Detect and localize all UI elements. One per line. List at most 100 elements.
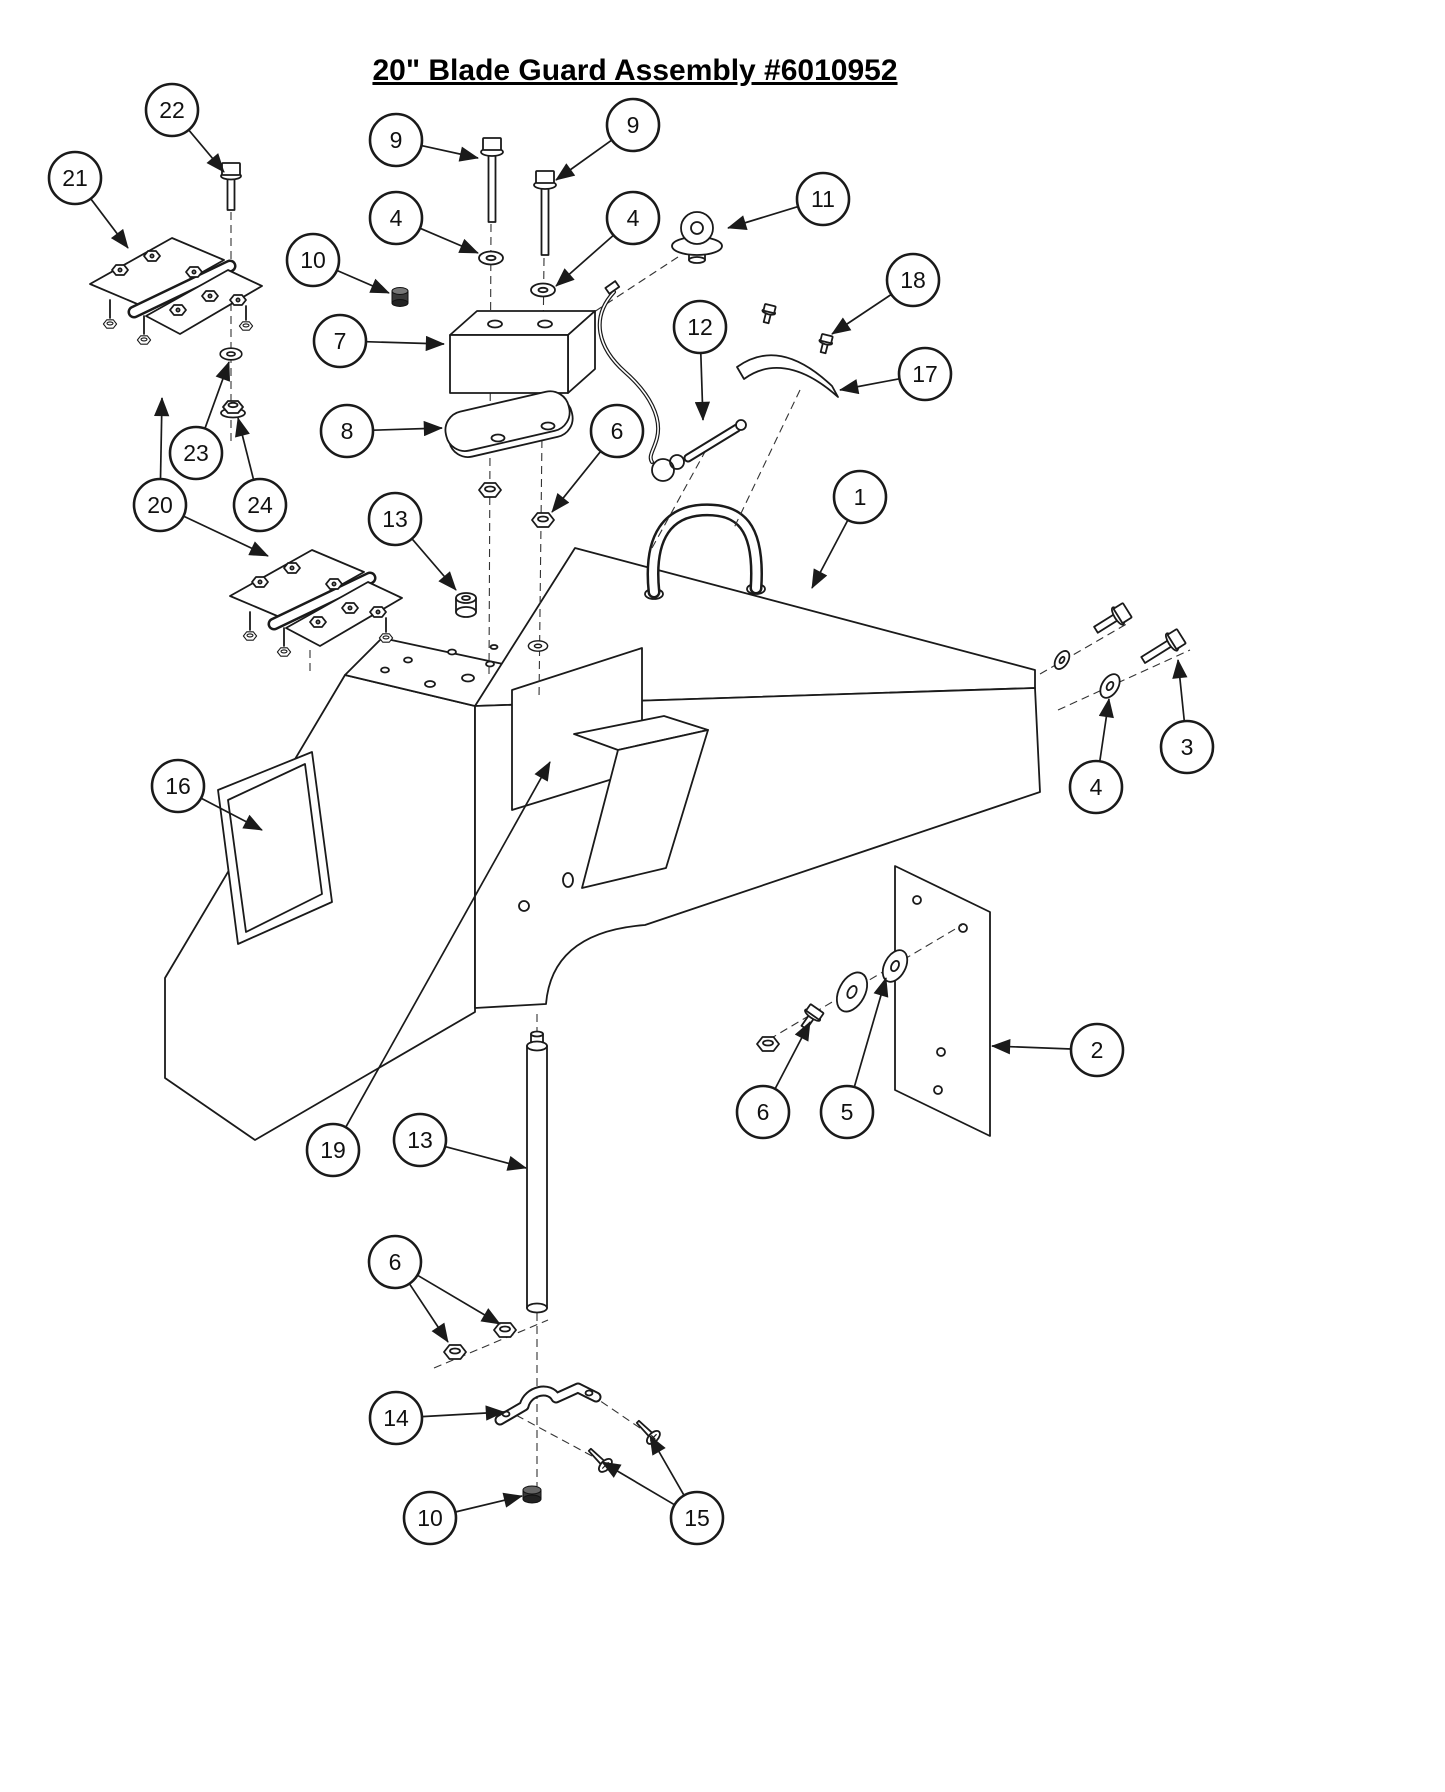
leader-line <box>411 538 457 591</box>
leader-line <box>991 1039 1072 1055</box>
callout-14: 14 <box>368 1390 505 1446</box>
part-hinge-lower <box>230 550 402 656</box>
part-spacer-13-upper <box>455 592 477 618</box>
callout-balloon <box>1069 1022 1125 1078</box>
callout-number: 14 <box>383 1405 409 1431</box>
callout-number: 19 <box>320 1137 346 1163</box>
callout-6: 6 <box>367 1234 501 1343</box>
callout-11: 11 <box>727 171 851 231</box>
callout-2: 2 <box>991 1022 1125 1078</box>
callout-1: 1 <box>811 469 888 589</box>
callout-number: 22 <box>159 97 185 123</box>
leader-line <box>154 397 170 480</box>
part-knob-11 <box>671 211 723 264</box>
part-plate-8 <box>444 390 574 458</box>
leader-line <box>555 234 615 287</box>
part-bolt-22 <box>220 162 242 211</box>
callout-number: 3 <box>1181 734 1194 760</box>
callout-number: 21 <box>62 165 88 191</box>
part-blade-17 <box>736 354 839 398</box>
callout-balloon <box>312 313 368 369</box>
callout-18: 18 <box>831 252 941 335</box>
part-spacer-bushing-10 <box>391 287 409 307</box>
callout-9: 9 <box>555 97 661 181</box>
callout-16: 16 <box>150 758 263 831</box>
leader-line <box>811 519 849 589</box>
part-bolt-9-right <box>533 170 557 256</box>
part-rod-13 <box>526 1030 548 1314</box>
callout-balloon <box>132 477 188 533</box>
callout-3: 3 <box>1159 659 1215 775</box>
callout-number: 10 <box>300 247 326 273</box>
leader-line <box>727 205 799 231</box>
callout-number: 8 <box>341 418 354 444</box>
part-bolt-9-left <box>480 137 504 223</box>
callout-4: 4 <box>1068 698 1124 815</box>
part-flange-nut-24 <box>220 400 246 419</box>
callout-13: 13 <box>367 491 457 591</box>
leader-line <box>90 198 129 249</box>
part-cap-10 <box>522 1485 542 1504</box>
leader-line <box>1098 698 1114 762</box>
callout-6: 6 <box>551 403 645 513</box>
leader-line <box>421 144 479 162</box>
callout-number: 16 <box>165 773 191 799</box>
callout-15: 15 <box>601 1435 725 1546</box>
leader-line <box>183 515 269 557</box>
callout-8: 8 <box>319 403 443 459</box>
part-washer <box>527 640 549 652</box>
part-screw-15 <box>587 1447 613 1473</box>
callout-number: 20 <box>147 492 173 518</box>
leader-line <box>235 417 255 481</box>
callout-balloon <box>1159 719 1215 775</box>
callout-balloon <box>368 112 424 168</box>
callout-9: 9 <box>368 112 479 168</box>
callout-balloon <box>144 82 200 138</box>
leader-line <box>694 352 711 421</box>
part-washer-4-right <box>530 282 556 298</box>
callout-balloon <box>368 190 424 246</box>
part-hex-nut-6 <box>443 1344 467 1360</box>
leader-line <box>421 1405 505 1421</box>
callout-balloon <box>832 469 888 525</box>
leader-line <box>839 377 900 395</box>
callout-number: 2 <box>1091 1037 1104 1063</box>
callout-balloon <box>605 190 661 246</box>
callout-6: 6 <box>735 1021 811 1140</box>
callout-number: 4 <box>1090 774 1103 800</box>
callout-number: 6 <box>389 1249 402 1275</box>
callout-balloon <box>392 1112 448 1168</box>
part-bolt-small <box>800 1003 825 1031</box>
callout-balloon <box>168 425 224 481</box>
leader-line <box>336 269 390 294</box>
part-hex-nut-6 <box>478 482 502 498</box>
leader-line <box>649 1435 685 1496</box>
callout-number: 4 <box>627 205 640 231</box>
callout-number: 6 <box>757 1099 770 1125</box>
leader-line <box>204 361 231 429</box>
callout-number: 10 <box>417 1505 443 1531</box>
callout-balloon <box>367 1234 423 1290</box>
callout-balloon <box>897 346 953 402</box>
callout-balloon <box>672 299 728 355</box>
leader-line <box>200 797 263 831</box>
callout-number: 9 <box>390 127 403 153</box>
callout-10: 10 <box>285 232 390 294</box>
part-lanyard-pin-12 <box>597 280 747 482</box>
callout-number: 18 <box>900 267 926 293</box>
callout-19: 19 <box>305 761 551 1178</box>
part-hex-nut-6 <box>531 512 555 528</box>
callout-number: 13 <box>382 506 408 532</box>
part-hex-nut-6 <box>756 1036 780 1052</box>
callout-number: 6 <box>611 418 624 444</box>
diagram-title: 20" Blade Guard Assembly #6010952 <box>372 54 897 87</box>
callout-number: 9 <box>627 112 640 138</box>
leader-line <box>1172 659 1188 722</box>
callout-10: 10 <box>402 1490 523 1546</box>
callout-13: 13 <box>392 1112 527 1171</box>
callout-balloon <box>795 171 851 227</box>
callout-22: 22 <box>144 82 225 173</box>
part-bolt-3 <box>1140 628 1187 664</box>
callout-17: 17 <box>839 346 953 402</box>
leader-line <box>831 293 892 335</box>
